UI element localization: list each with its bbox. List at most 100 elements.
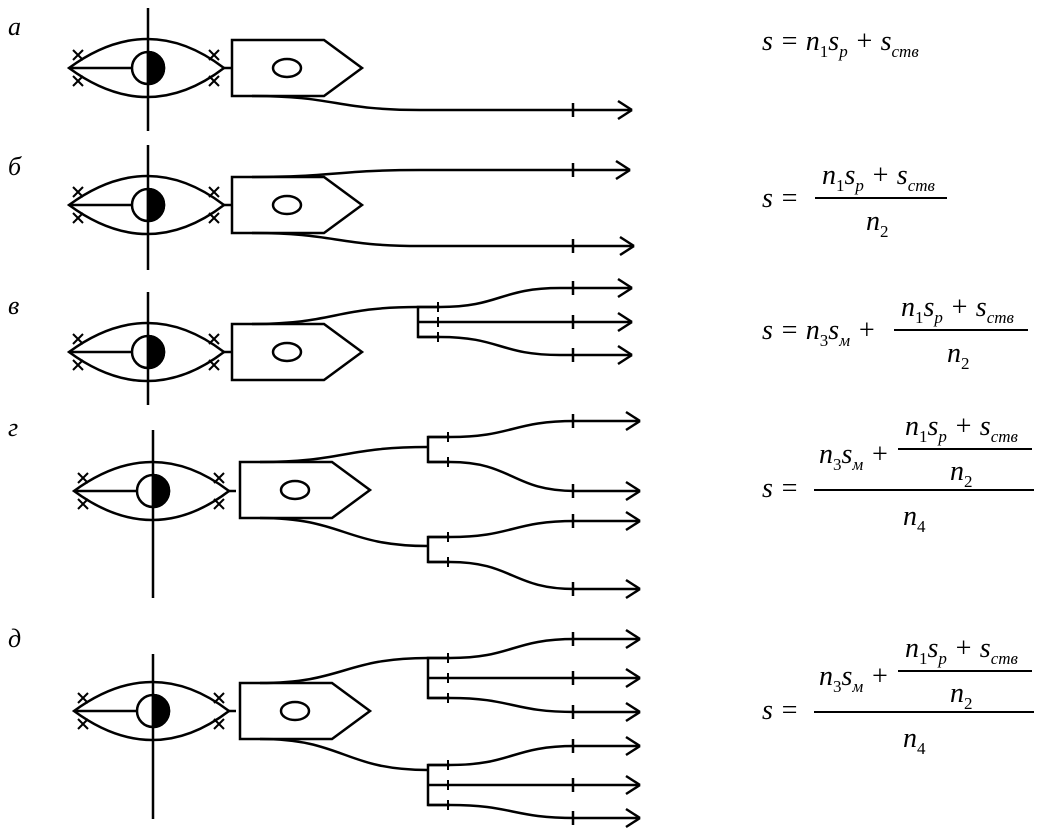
distribution-cabinet: [230, 38, 365, 98]
cable-curve: [251, 168, 421, 179]
cabinet-outline: [230, 175, 365, 235]
outgoing-line: [560, 344, 633, 366]
transformer-half-fill: [146, 187, 166, 223]
cable-curve: [251, 231, 421, 248]
cable-curve: [449, 696, 576, 714]
arrow-head: [625, 816, 641, 829]
outgoing-line: [571, 578, 641, 600]
outgoing-line: [571, 628, 641, 650]
distribution-cabinet: [238, 681, 373, 741]
arrow-head: [617, 320, 633, 333]
feeder-unit: [66, 292, 231, 405]
outgoing-line: [450, 667, 641, 689]
cable-curve: [449, 460, 576, 493]
junction-bracket: [426, 435, 450, 464]
cross-mark: [72, 186, 84, 198]
cross-mark: [72, 75, 84, 87]
cabinet-outline: [230, 322, 365, 382]
junction-box: [426, 532, 450, 567]
panel-label-g: г: [8, 413, 19, 442]
outgoing-line: [420, 159, 631, 181]
distribution-cabinet: [230, 175, 365, 235]
arrow-head: [617, 311, 633, 324]
panel-label-a: а: [8, 12, 21, 41]
junction-box: [426, 432, 450, 467]
cross-mark: [72, 212, 84, 224]
cable-curve: [251, 305, 419, 326]
arrow-head: [619, 235, 635, 248]
arrow-head: [617, 99, 633, 112]
cross-mark: [77, 692, 89, 704]
outgoing-line: [420, 235, 635, 257]
cable-curve: [449, 560, 576, 591]
transformer-half-fill: [151, 473, 171, 509]
arrow-head: [625, 419, 641, 432]
cross-mark: [208, 49, 220, 61]
arrow-head: [625, 710, 641, 723]
distribution-cabinet: [230, 322, 365, 382]
distribution-cabinet: [238, 460, 373, 520]
cabinet-meter-ellipse: [279, 479, 311, 501]
cabinet-outline: [238, 681, 373, 741]
arrow-head: [625, 667, 641, 680]
cable-curve: [259, 445, 429, 464]
cross-mark: [77, 718, 89, 730]
cross-mark: [72, 333, 84, 345]
transformer-half-fill: [146, 334, 166, 370]
arrow-head: [625, 744, 641, 757]
cross-mark: [208, 359, 220, 371]
panel-label-b: б: [8, 152, 22, 181]
arrow-head: [617, 286, 633, 299]
outgoing-line: [571, 480, 641, 502]
cable-curve: [449, 744, 576, 767]
cross-mark: [77, 472, 89, 484]
outgoing-line: [571, 701, 641, 723]
cross-mark: [208, 333, 220, 345]
cross-mark: [213, 718, 225, 730]
transformer-half-fill: [146, 50, 166, 86]
arrow-head: [625, 489, 641, 502]
cross-mark: [213, 498, 225, 510]
arrow-head: [625, 510, 641, 523]
arrow-head: [617, 344, 633, 357]
outgoing-line: [571, 410, 641, 432]
arrow-head: [625, 628, 641, 641]
arrow-head: [617, 108, 633, 121]
arrow-head: [625, 774, 641, 787]
feeder-unit: [66, 145, 231, 270]
cable-curve: [449, 637, 576, 660]
outgoing-line: [571, 510, 641, 532]
cross-mark: [208, 186, 220, 198]
junction-box: [426, 653, 450, 703]
cable-curve: [259, 737, 429, 772]
arrow-head: [617, 277, 633, 290]
outgoing-line: [571, 735, 641, 757]
cross-mark: [72, 49, 84, 61]
cross-mark: [213, 692, 225, 704]
cabinet-outline: [230, 38, 365, 98]
outgoing-line: [560, 277, 633, 299]
cable-curve: [439, 335, 561, 357]
cable-curve: [449, 519, 576, 539]
feeder-unit: [71, 654, 236, 819]
junction-bracket: [426, 535, 450, 564]
arrow-head: [615, 159, 631, 172]
cabinet-meter-ellipse: [279, 700, 311, 722]
arrow-head: [619, 244, 635, 257]
junction-box: [426, 760, 450, 810]
cable-curve: [439, 286, 561, 309]
outgoing-line: [420, 99, 633, 121]
cable-curve: [449, 419, 576, 439]
cross-mark: [208, 212, 220, 224]
arrow-head: [625, 578, 641, 591]
panel-label-d: д: [8, 624, 22, 653]
feeder-unit: [66, 8, 231, 131]
arrow-head: [625, 519, 641, 532]
cross-mark: [72, 359, 84, 371]
formula-a: s = n1sp + sств: [762, 26, 919, 61]
arrow-head: [625, 701, 641, 714]
arrow-head: [625, 676, 641, 689]
arrow-head: [625, 637, 641, 650]
transformer-half-fill: [151, 693, 171, 729]
